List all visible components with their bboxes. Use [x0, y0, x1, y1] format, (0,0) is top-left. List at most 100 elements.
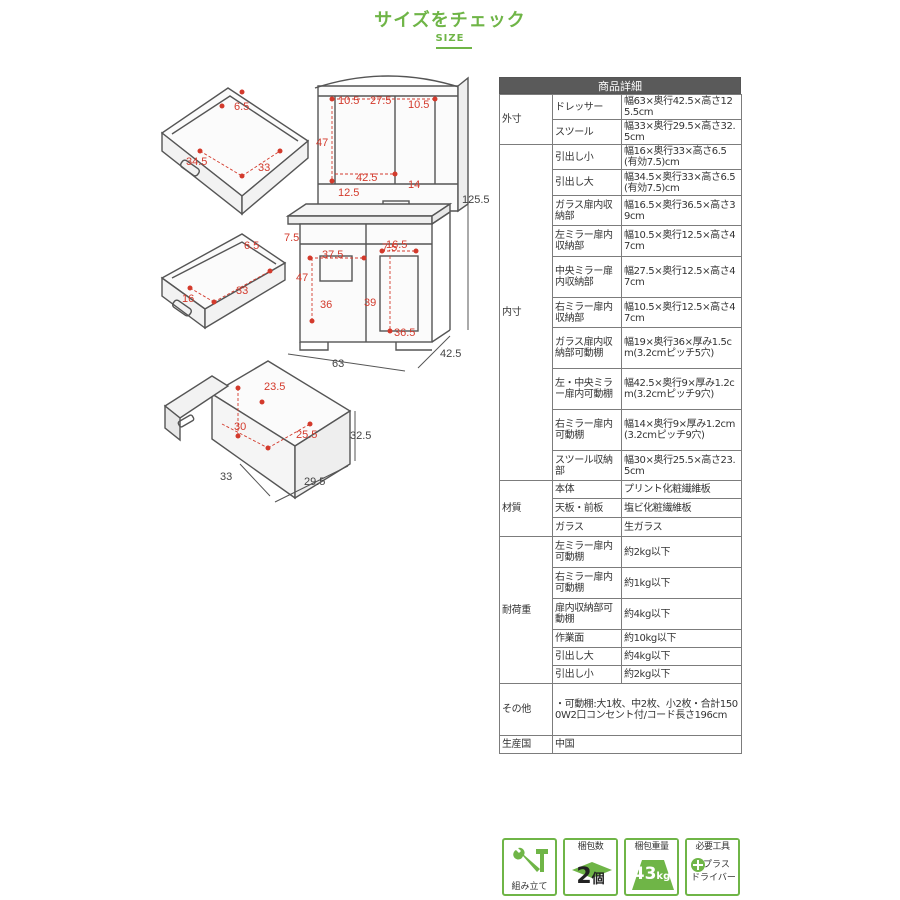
dim-cab-d: 36 — [320, 299, 332, 311]
dresser-drawing — [285, 75, 469, 351]
spec-subcategory: ガラス扉内収納部可動棚 — [552, 327, 622, 369]
spec-subcategory: ガラス — [552, 517, 622, 537]
spec-row: 内寸引出し小幅16×奥行33×高さ6.5(有効7.5)cm — [499, 144, 742, 481]
spec-subcategory: 右ミラー扉内可動棚 — [552, 409, 622, 451]
dim-drawer-small-a: 6.5 — [234, 101, 249, 113]
spec-value: 幅14×奥行9×厚み1.2cm(3.2cmピッチ9穴) — [621, 409, 742, 451]
drawer-large-drawing — [160, 233, 287, 330]
page-title: サイズをチェック — [374, 10, 526, 31]
dim-depth: 42.5 — [440, 348, 461, 360]
spec-category: 生産国 — [499, 735, 553, 754]
spec-subcategory: スツール — [552, 119, 622, 145]
drawer-small-drawing — [160, 87, 310, 216]
spec-value: 約2kg以下 — [621, 665, 742, 684]
spec-row: 扉内収納部可動棚約4kg以下 — [500, 598, 742, 630]
dim-drawer-large-a: 6.5 — [244, 240, 259, 252]
spec-row: 引出し小約2kg以下 — [500, 665, 742, 684]
spec-subcategory: 引出し大 — [552, 169, 622, 196]
weight-value: 43 — [632, 864, 657, 884]
spec-category: 外寸 — [499, 94, 553, 145]
spec-subcategory: 本体 — [552, 480, 622, 499]
spec-row: 作業面約10kg以下 — [500, 629, 742, 648]
dim-glass-h: 39 — [364, 297, 376, 309]
spec-row: 材質本体プリント化粧繊維板 — [499, 480, 742, 537]
tools-heading: 必要工具 — [687, 840, 738, 854]
spec-subcategory: ガラス扉内収納部 — [552, 195, 622, 226]
weight-icon — [632, 860, 674, 890]
spec-subcategory: 引出し小 — [552, 665, 622, 684]
spec-row: 耐荷重左ミラー扉内可動棚約2kg以下 — [499, 536, 742, 684]
spec-value: 幅19×奥行36×厚み1.5cm(3.2cmピッチ5穴) — [621, 327, 742, 369]
spec-row: 天板・前板塩ビ化粧繊維板 — [500, 498, 742, 518]
stool-drawing — [163, 360, 352, 500]
spec-value: 約4kg以下 — [621, 647, 742, 666]
spec-subcategory: スツール収納部 — [552, 450, 622, 481]
weight-heading: 梱包重量 — [626, 840, 677, 854]
dim-drawer-large-b: 16 — [182, 293, 194, 305]
spec-value: 幅27.5×奥行12.5×高さ47cm — [621, 256, 742, 298]
spec-value: 塩ビ化粧繊維板 — [621, 498, 742, 518]
weight-unit: kg — [656, 871, 671, 882]
spec-subcategory: 扉内収納部可動棚 — [552, 598, 622, 630]
tools-line2: ドライバー — [691, 873, 736, 883]
spec-value: 約4kg以下 — [621, 598, 742, 630]
dim-stool-b: 30 — [234, 421, 246, 433]
spec-row: ガラス扉内収納部幅16.5×奥行36.5×高さ39cm — [500, 195, 742, 226]
weight-badge: 梱包重量 43kg — [624, 838, 679, 896]
spec-subcategory: 左ミラー扉内可動棚 — [552, 536, 622, 568]
spec-category: 材質 — [499, 480, 553, 537]
dim-drawer-l: 7.5 — [284, 232, 299, 244]
spec-row: 右ミラー扉内可動棚幅14×奥行9×厚み1.2cm(3.2cmピッチ9穴) — [500, 409, 742, 451]
spec-row: スツール幅33×奥行29.5×高さ32.5cm — [500, 119, 742, 145]
spec-subcategory: 右ミラー扉内収納部 — [552, 297, 622, 328]
spec-value: 幅16.5×奥行36.5×高さ39cm — [621, 195, 742, 226]
dim-drawer-r: 7.5 — [382, 242, 397, 254]
spec-category: 耐荷重 — [499, 536, 553, 684]
tools-badge: 必要工具 プラス ドライバー — [685, 838, 740, 896]
spec-value: 幅16×奥行33×高さ6.5(有効7.5)cm — [621, 144, 742, 170]
spec-value: 幅34.5×奥行33×高さ6.5(有効7.5)cm — [621, 169, 742, 196]
tools-line1: プラス — [703, 860, 730, 870]
dim-side-d: 14 — [408, 179, 420, 191]
feature-icons: 組み立て 梱包数 2個 梱包重量 43kg 必要工具 プラス ドライバー — [502, 838, 742, 896]
spec-value: 幅10.5×奥行12.5×高さ47cm — [621, 225, 742, 257]
size-diagram: 6.5 34.5 33 6.5 16 33 23.5 30 25.5 32.5 … — [160, 75, 490, 503]
spec-row: 左・中央ミラー扉内可動棚幅42.5×奥行9×厚み1.2cm(3.2cmピッチ9穴… — [500, 368, 742, 410]
spec-value: 幅63×奥行42.5×高さ125.5cm — [621, 94, 742, 120]
dim-glass-w: 16.5 — [386, 239, 407, 251]
dim-top-c: 27.5 — [370, 95, 391, 107]
dim-mirror-h: 47 — [316, 137, 328, 149]
spec-value: 生ガラス — [621, 517, 742, 537]
spec-value: 幅30×奥行25.5×高さ23.5cm — [621, 450, 742, 481]
dim-shelf-d: 12.5 — [338, 187, 359, 199]
spec-value: ・可動棚:大1枚、中2枚、小2枚・合計1500W2口コンセント付/コード長さ19… — [552, 683, 742, 736]
dim-stool-f: 29.5 — [304, 476, 325, 488]
dim-cab-h: 47 — [296, 272, 308, 284]
dim-glass-d: 36.5 — [394, 327, 415, 339]
dim-stool-a: 23.5 — [264, 381, 285, 393]
dim-stool-d: 32.5 — [350, 430, 371, 442]
dim-drawer-small-b: 34.5 — [186, 156, 207, 168]
spec-subcategory: ドレッサー — [552, 94, 622, 120]
spec-value: 幅33×奥行29.5×高さ32.5cm — [621, 119, 742, 145]
packages-badge: 梱包数 2個 — [563, 838, 618, 896]
spec-value: 約10kg以下 — [621, 629, 742, 648]
spec-subcategory: 右ミラー扉内可動棚 — [552, 567, 622, 599]
spec-value: 約1kg以下 — [621, 567, 742, 599]
spec-value: 幅10.5×奥行12.5×高さ47cm — [621, 297, 742, 328]
spec-row: 生産国中国 — [499, 735, 742, 754]
dim-shelf-w: 42.5 — [356, 172, 377, 184]
dim-cab-w: 37.5 — [322, 249, 343, 261]
spec-category: 内寸 — [499, 144, 553, 481]
subtitle-underline — [436, 47, 472, 49]
spec-value: 幅42.5×奥行9×厚み1.2cm(3.2cmピッチ9穴) — [621, 368, 742, 410]
spec-subcategory: 引出し大 — [552, 647, 622, 666]
plus-icon — [691, 858, 705, 872]
assembly-badge: 組み立て — [502, 838, 557, 896]
dim-width: 63 — [332, 358, 344, 370]
box-icon — [572, 862, 612, 878]
packages-heading: 梱包数 — [565, 840, 616, 854]
dim-stool-c: 25.5 — [296, 429, 317, 441]
spec-row: 中央ミラー扉内収納部幅27.5×奥行12.5×高さ47cm — [500, 256, 742, 298]
